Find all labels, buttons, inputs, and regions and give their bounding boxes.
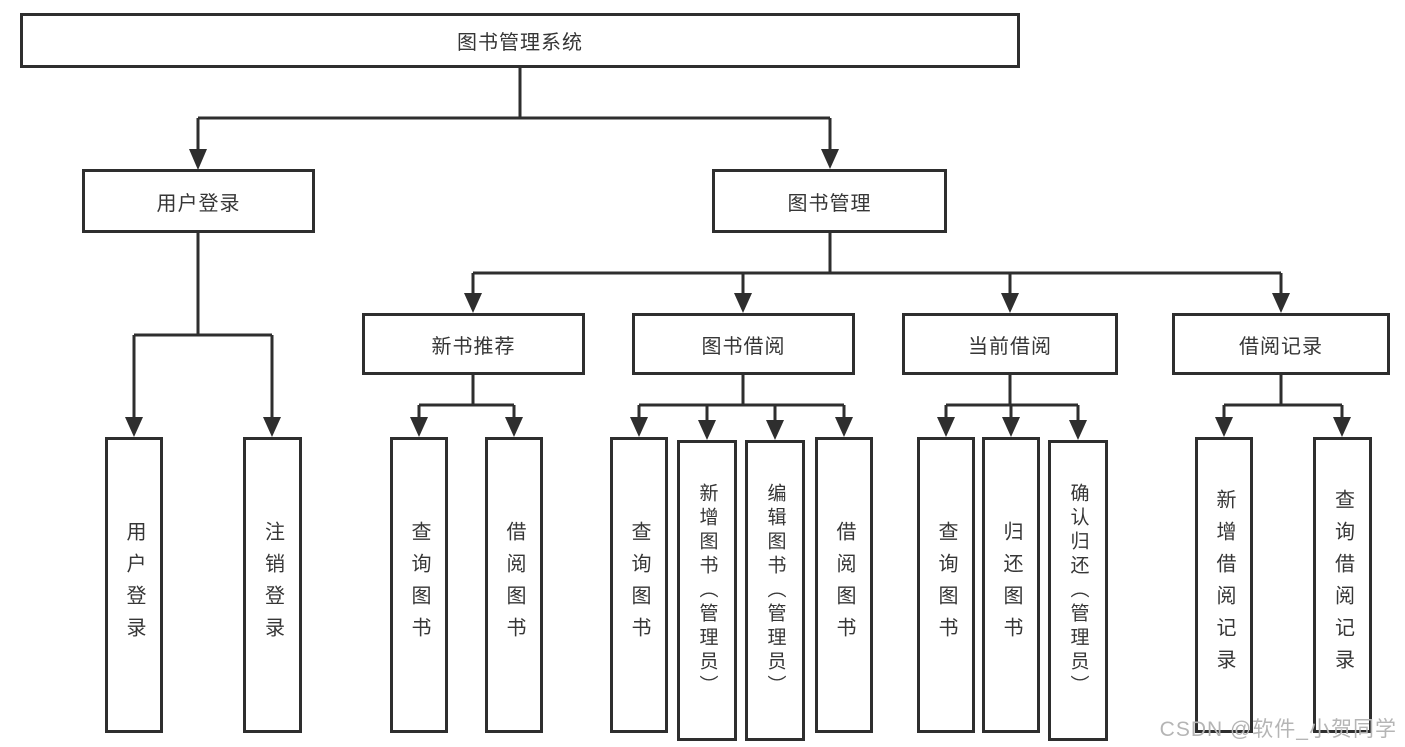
leaf-add-book-admin: 新增图书（管理员）: [677, 440, 737, 741]
node-current-borrow: 当前借阅: [902, 313, 1118, 375]
leaf-confirm-return-admin: 确认归还（管理员）: [1048, 440, 1108, 741]
leaf-query-books-3: 查询图书: [917, 437, 975, 733]
node-borrow-records: 借阅记录: [1172, 313, 1390, 375]
leaf-return-book: 归还图书: [982, 437, 1040, 733]
node-book-management: 图书管理: [712, 169, 947, 233]
leaf-edit-book-admin: 编辑图书（管理员）: [745, 440, 805, 741]
leaf-logout: 注销登录: [243, 437, 302, 733]
leaf-query-borrow-record: 查询借阅记录: [1313, 437, 1372, 733]
node-user-login: 用户登录: [82, 169, 315, 233]
leaf-borrow-books-1: 借阅图书: [485, 437, 543, 733]
node-new-book-recommend: 新书推荐: [362, 313, 585, 375]
leaf-add-borrow-record: 新增借阅记录: [1195, 437, 1253, 733]
leaf-query-books-2: 查询图书: [610, 437, 668, 733]
node-root: 图书管理系统: [20, 13, 1020, 68]
arrowheads: [125, 149, 1351, 440]
leaf-query-books-1: 查询图书: [390, 437, 448, 733]
leaf-user-login: 用户登录: [105, 437, 163, 733]
node-book-borrow: 图书借阅: [632, 313, 855, 375]
csdn-watermark: CSDN @软件_小贺同学: [1159, 718, 1397, 741]
leaf-borrow-books-2: 借阅图书: [815, 437, 873, 733]
